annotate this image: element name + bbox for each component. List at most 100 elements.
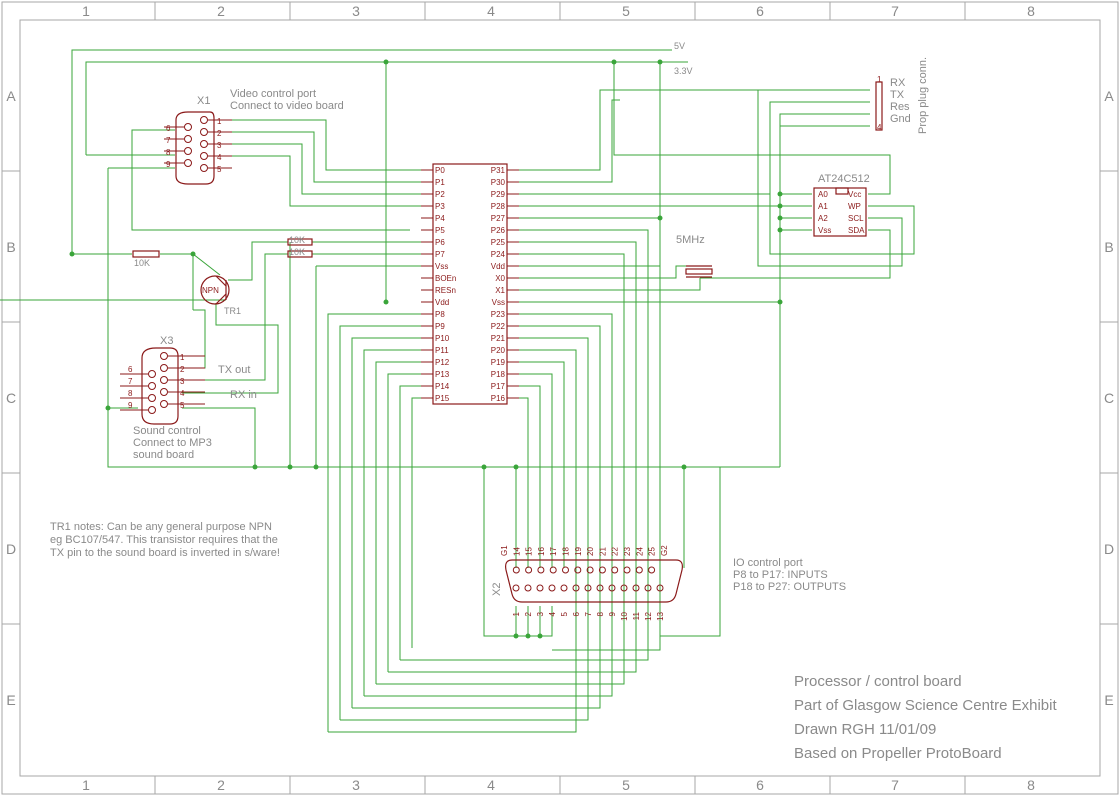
col-label: 6 bbox=[756, 777, 764, 793]
col-label: 8 bbox=[1027, 3, 1035, 19]
resistor-r2: 10K bbox=[287, 235, 313, 246]
mcu-pin-label: P17 bbox=[491, 382, 506, 391]
column-labels-top: 1 2 3 4 5 6 7 8 bbox=[82, 3, 1035, 19]
x2-pin-label: 14 bbox=[512, 547, 521, 556]
eeprom-pin: Vss bbox=[818, 226, 831, 235]
x2-pin-label: 8 bbox=[596, 611, 605, 616]
title-block: Processor / control board Part of Glasgo… bbox=[794, 673, 1057, 762]
note-line: TX pin to the sound board is inverted in… bbox=[50, 547, 280, 559]
x3-note: Connect to MP3 bbox=[133, 437, 212, 449]
x2-pin-socket bbox=[584, 584, 592, 592]
x2-pin-socket bbox=[648, 566, 656, 574]
title-line: Processor / control board bbox=[794, 673, 962, 690]
eeprom-pin: Vcc bbox=[848, 190, 861, 199]
prop-plug-pin: 1 bbox=[877, 75, 882, 84]
eeprom-pin: SCL bbox=[848, 214, 864, 223]
mcu-pin-label: P0 bbox=[435, 166, 445, 175]
x2-pin-label: 6 bbox=[572, 611, 581, 616]
junction-dot bbox=[481, 464, 487, 470]
column-labels-bottom: 1 2 3 4 5 6 7 8 bbox=[82, 777, 1035, 793]
col-label: 1 bbox=[82, 777, 90, 793]
x2-pin-label: 3 bbox=[536, 611, 545, 616]
x2-pin-label: 7 bbox=[584, 611, 593, 616]
mcu-pin-label: P19 bbox=[491, 358, 506, 367]
x2-pin-socket bbox=[608, 584, 616, 592]
rail-label-5v: 5V bbox=[674, 41, 685, 51]
col-label: 7 bbox=[891, 3, 899, 19]
col-label: 3 bbox=[352, 777, 360, 793]
x1-pin-label: 1 bbox=[217, 117, 222, 126]
mcu-pin-label: Vss bbox=[492, 298, 505, 307]
prop-plug-title: Prop plug conn. bbox=[917, 57, 929, 134]
x1-pin-label: 4 bbox=[217, 153, 222, 162]
mcu-pin-label: P1 bbox=[435, 178, 445, 187]
mcu-pin-label: P12 bbox=[435, 358, 450, 367]
row-label: A bbox=[6, 88, 16, 104]
junction-dot bbox=[681, 464, 687, 470]
row-labels-right: A B C D E bbox=[1104, 88, 1114, 708]
row-label: A bbox=[1104, 88, 1114, 104]
col-label: 7 bbox=[891, 777, 899, 793]
x2-pin-label: 9 bbox=[608, 611, 617, 616]
mcu-pin-label: P24 bbox=[491, 250, 506, 259]
eeprom-pin: A1 bbox=[818, 202, 828, 211]
mcu-pin-label: P21 bbox=[491, 334, 506, 343]
mcu-pin-label: P9 bbox=[435, 322, 445, 331]
mcu-propeller: P0P1P2P3P4P5P6P7VssBOEnRESnVddP8P9P10P11… bbox=[421, 163, 519, 405]
mcu-pin-label: P18 bbox=[491, 370, 506, 379]
title-line: Part of Glasgow Science Centre Exhibit bbox=[794, 697, 1057, 714]
x2-pin-socket bbox=[574, 566, 582, 574]
mcu-pin-label: P14 bbox=[435, 382, 450, 391]
title-line: Based on Propeller ProtoBoard bbox=[794, 745, 1002, 762]
x1-pin-label: 7 bbox=[166, 136, 171, 145]
eeprom-name: AT24C512 bbox=[818, 173, 870, 185]
x2-note: P18 to P27: OUTPUTS bbox=[733, 581, 846, 593]
x2-pin-socket bbox=[620, 584, 628, 592]
mcu-pin-label: P15 bbox=[435, 394, 450, 403]
x1-pin-label: 6 bbox=[166, 124, 171, 133]
mcu-pin-label: P31 bbox=[491, 166, 506, 175]
mcu-pin-label: X0 bbox=[495, 274, 505, 283]
mcu-pin-label: P13 bbox=[435, 370, 450, 379]
junction-dot bbox=[252, 464, 258, 470]
col-label: 6 bbox=[756, 3, 764, 19]
x1-pin-label: 3 bbox=[217, 141, 222, 150]
mcu-pin-label: P30 bbox=[491, 178, 506, 187]
x1-pin-label: 5 bbox=[217, 165, 222, 174]
junction-dot bbox=[777, 215, 783, 221]
junction-dots bbox=[69, 59, 783, 639]
row-label: D bbox=[6, 541, 16, 557]
col-label: 2 bbox=[217, 3, 225, 19]
x2-pin-socket bbox=[548, 584, 556, 592]
crystal: 5MHz bbox=[676, 234, 713, 278]
x2-pin-label: 5 bbox=[560, 611, 569, 616]
col-label: 3 bbox=[352, 3, 360, 19]
row-label: C bbox=[1104, 390, 1114, 406]
transistor-type: NPN bbox=[202, 286, 219, 295]
x2-pin-label: G2 bbox=[660, 545, 669, 556]
junction-dot bbox=[513, 464, 519, 470]
junction-dot bbox=[105, 405, 111, 411]
x2-pin-label: G1 bbox=[500, 545, 509, 556]
x3-pin-label: 8 bbox=[128, 389, 133, 398]
wires bbox=[0, 49, 915, 733]
x2-pin-label: 23 bbox=[623, 547, 632, 556]
x3-tx-label: TX out bbox=[218, 364, 250, 376]
mcu-pin-label: P26 bbox=[491, 226, 506, 235]
mcu-pin-label: Vdd bbox=[435, 298, 449, 307]
x2-pin-socket bbox=[512, 584, 520, 592]
x3-pin-label: 2 bbox=[180, 365, 185, 374]
mcu-pin-label: P25 bbox=[491, 238, 506, 247]
mcu-pin-label: P4 bbox=[435, 214, 445, 223]
x2-pin-label: 21 bbox=[598, 547, 607, 556]
x3-pin-label: 4 bbox=[180, 389, 185, 398]
x2-pin-label: 20 bbox=[586, 547, 595, 556]
x3-pin-label: 3 bbox=[180, 377, 185, 386]
mcu-left-pins: P0P1P2P3P4P5P6P7VssBOEnRESnVddP8P9P10P11… bbox=[421, 166, 456, 403]
x1-pin-label: 8 bbox=[166, 148, 171, 157]
mcu-pin-label: RESn bbox=[435, 286, 456, 295]
mcu-pin-label: P29 bbox=[491, 190, 506, 199]
resistor-r3: 10K bbox=[287, 247, 313, 258]
mcu-pin-label: P28 bbox=[491, 202, 506, 211]
